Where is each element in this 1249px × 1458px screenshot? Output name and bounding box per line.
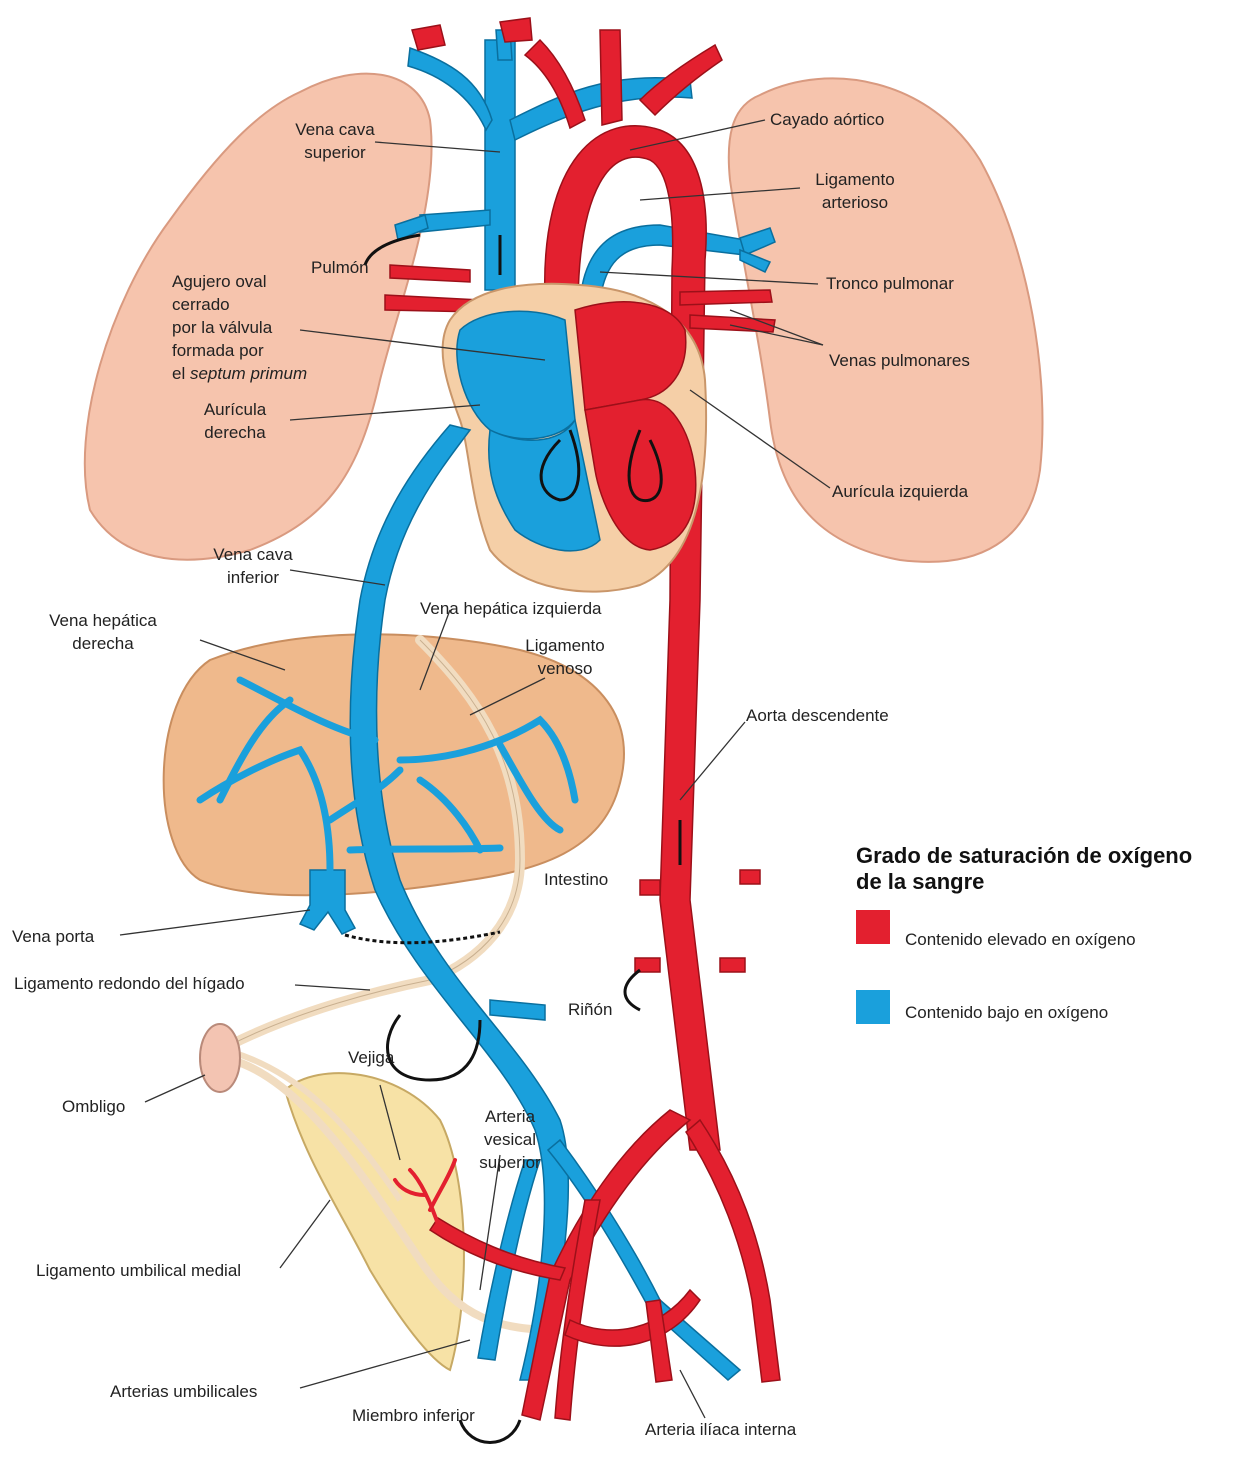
label-ligamento-venoso: Ligamento venoso	[515, 634, 615, 680]
label-vejiga: Vejiga	[348, 1046, 394, 1069]
label-vena-cava-superior: Vena cava superior	[275, 118, 395, 164]
label-auricula-derecha: Aurícula derecha	[180, 398, 290, 444]
label-cayado-aortico: Cayado aórtico	[770, 108, 884, 131]
label-venas-pulmonares: Venas pulmonares	[829, 349, 970, 372]
label-pulmon: Pulmón	[311, 256, 369, 279]
label-ligamento-umbilical-medial: Ligamento umbilical medial	[36, 1259, 241, 1282]
label-rinon: Riñón	[568, 998, 612, 1021]
legend-label-low-oxygen: Contenido bajo en oxígeno	[905, 1003, 1108, 1023]
label-vena-porta: Vena porta	[12, 925, 94, 948]
label-ligamento-arterioso: Ligamento arterioso	[800, 168, 910, 214]
legend-swatch-high-oxygen	[856, 910, 890, 944]
label-vena-cava-inferior: Vena cava inferior	[198, 543, 308, 589]
label-arteria-iliaca-interna: Arteria ilíaca interna	[645, 1418, 796, 1441]
umbilicus	[200, 1024, 240, 1092]
legend-swatch-low-oxygen	[856, 990, 890, 1024]
label-agujero-oval: Agujero oval cerrado por la válvula form…	[172, 270, 307, 385]
label-intestino: Intestino	[544, 868, 608, 891]
label-arterias-umbilicales: Arterias umbilicales	[110, 1380, 257, 1403]
label-septum-primum: septum primum	[190, 364, 307, 383]
legend-label-high-oxygen: Contenido elevado en oxígeno	[905, 930, 1136, 950]
label-vena-hepatica-izquierda: Vena hepática izquierda	[420, 597, 601, 620]
label-auricula-izquierda: Aurícula izquierda	[832, 480, 968, 503]
label-vena-hepatica-derecha: Vena hepática derecha	[28, 609, 178, 655]
label-tronco-pulmonar: Tronco pulmonar	[826, 272, 954, 295]
label-ombligo: Ombligo	[62, 1095, 125, 1118]
label-miembro-inferior: Miembro inferior	[352, 1404, 475, 1427]
label-aorta-descendente: Aorta descendente	[746, 704, 889, 727]
label-arteria-vesical-superior: Arteria vesical superior	[460, 1105, 560, 1174]
legend-title: Grado de saturación de oxígeno de la san…	[856, 843, 1246, 895]
label-ligamento-redondo: Ligamento redondo del hígado	[14, 972, 245, 995]
